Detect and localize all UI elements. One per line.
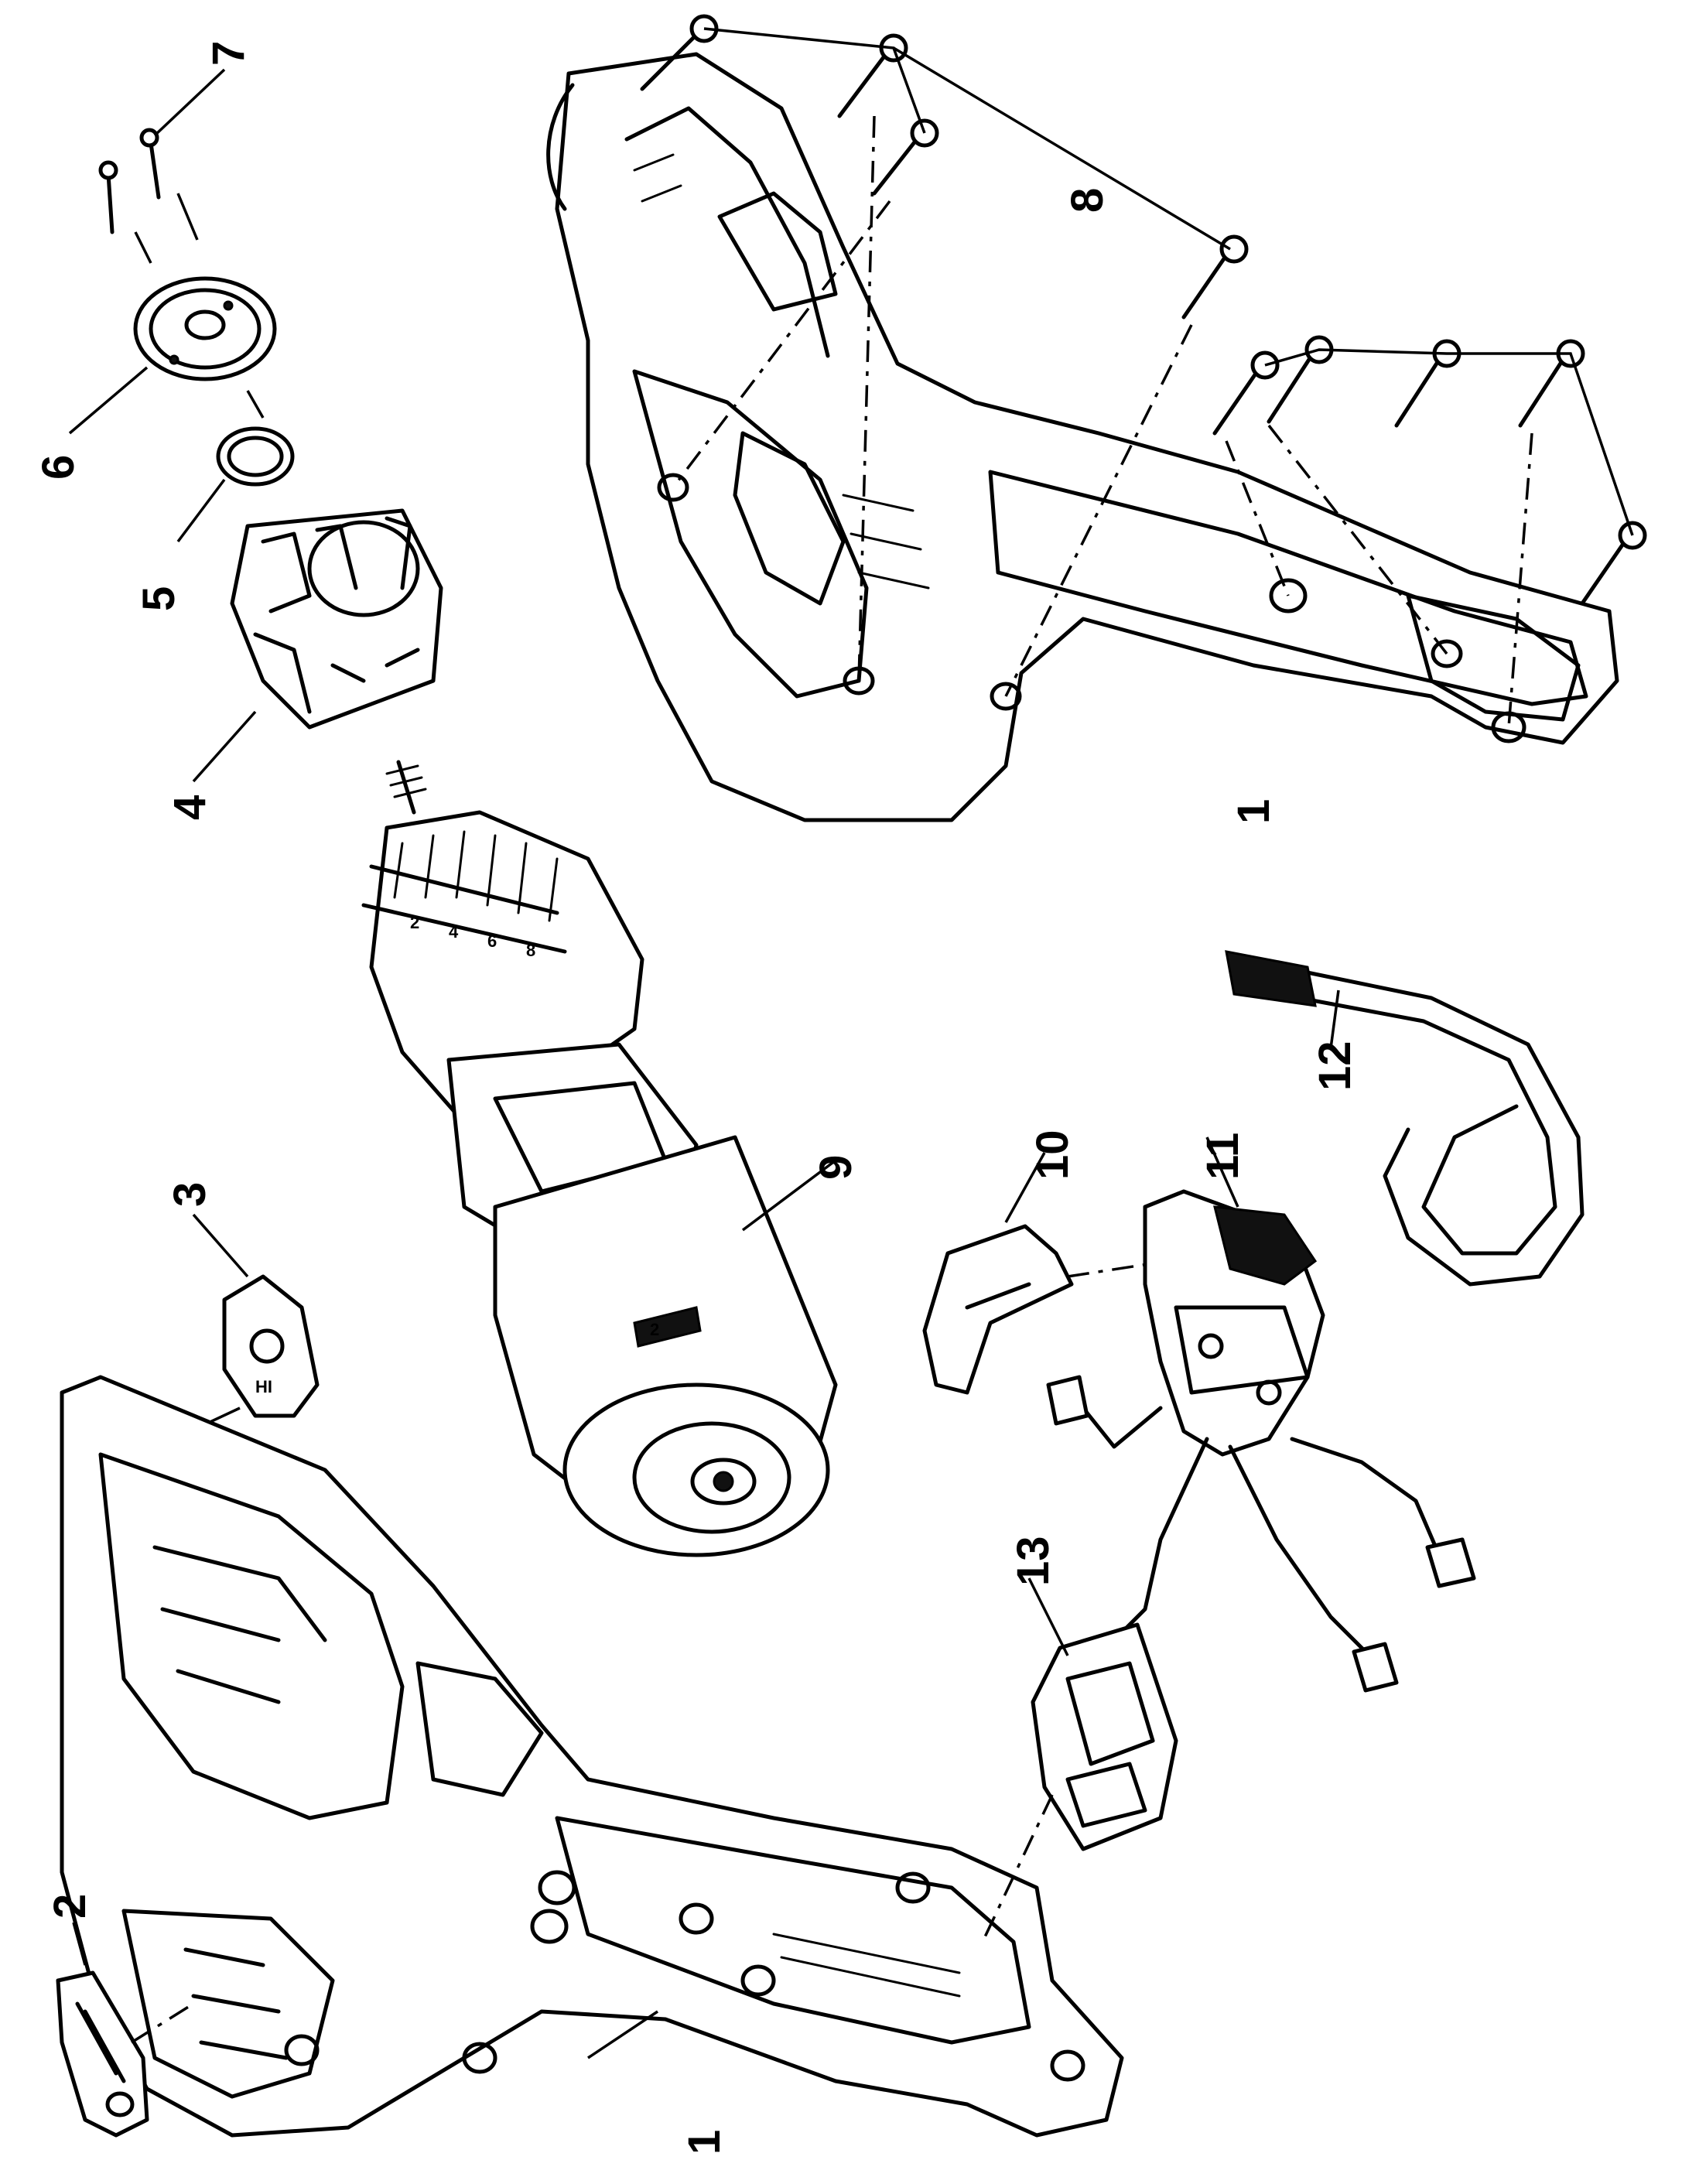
callout-1-lower: 1 <box>679 2130 730 2155</box>
small-screws <box>98 68 226 264</box>
screw-set <box>640 14 1647 728</box>
housing-half-left <box>60 1375 1124 2138</box>
callout-2: 2 <box>45 1894 95 1919</box>
callout-12: 12 <box>1310 1041 1360 1091</box>
housing-half-right <box>546 52 1619 822</box>
forward-reverse-slide <box>922 1152 1169 1395</box>
brush-plate-marking: 2 <box>650 1320 659 1339</box>
washer-plate <box>68 276 277 435</box>
retaining-ring <box>176 390 295 543</box>
terminal-block <box>981 1577 1178 1943</box>
callout-11: 11 <box>1198 1133 1248 1180</box>
direction-button <box>56 1922 194 2138</box>
wrist-strap <box>1225 950 1585 1287</box>
scale-mark: 8 <box>526 941 535 960</box>
callout-4: 4 <box>165 795 215 820</box>
screw <box>1181 234 1249 320</box>
screw <box>837 33 908 118</box>
callout-3: 3 <box>165 1182 215 1207</box>
callout-10: 10 <box>1027 1130 1078 1180</box>
speed-selector: HI <box>123 1213 320 1464</box>
callout-7: 7 <box>203 41 254 66</box>
callout-13: 13 <box>1008 1536 1058 1586</box>
callout-6: 6 <box>33 455 84 480</box>
switch-marking: HI <box>255 1377 272 1396</box>
clutch-collar <box>192 508 443 783</box>
screw <box>872 118 939 196</box>
callout-9: 9 <box>811 1155 861 1180</box>
motor-gearbox-assembly: 2 4 6 8 2 <box>361 760 838 1557</box>
trigger-switch-assembly <box>1046 1136 1476 1693</box>
scale-mark: 4 <box>449 922 459 942</box>
scale-mark: 2 <box>410 913 419 932</box>
callout-5: 5 <box>134 586 184 611</box>
callout-8: 8 <box>1062 188 1113 213</box>
screw <box>1580 521 1647 606</box>
callout-1-upper: 1 <box>1229 799 1279 824</box>
scale-mark: 6 <box>487 931 497 951</box>
